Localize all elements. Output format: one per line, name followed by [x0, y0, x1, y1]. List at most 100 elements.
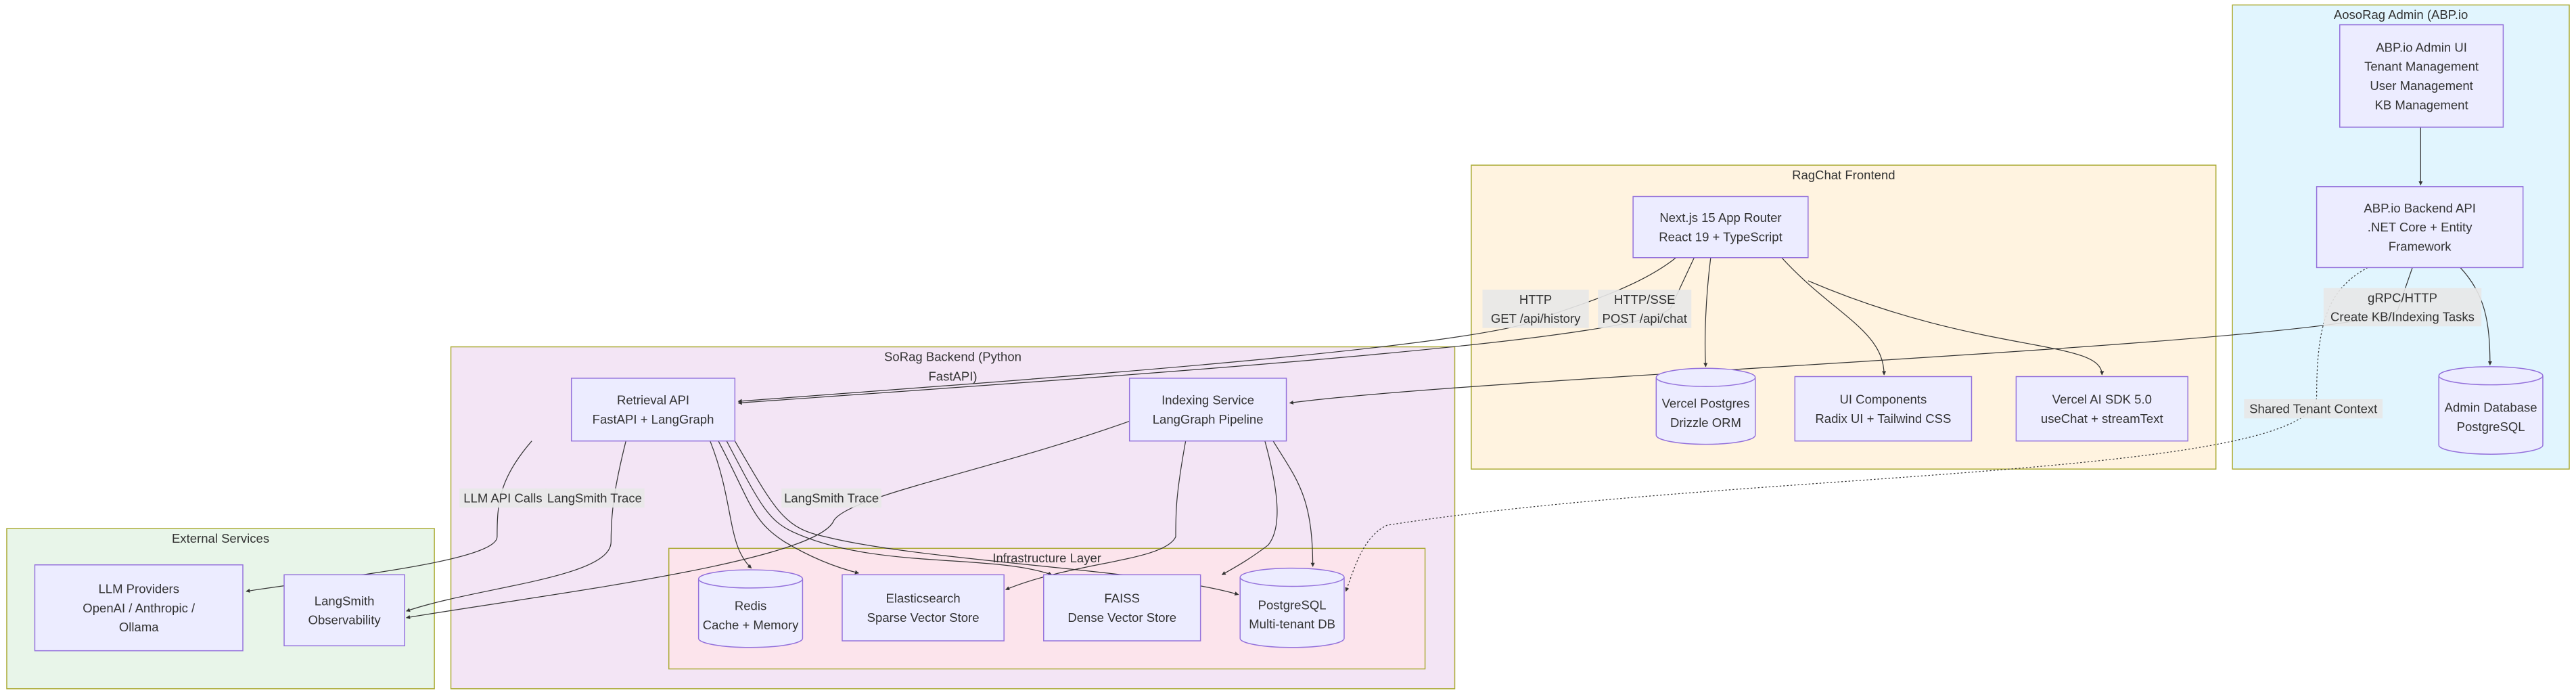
node-label: Sparse Vector Store — [867, 610, 980, 625]
node-label: FastAPI + LangGraph — [593, 412, 714, 426]
node-label: UI Components — [1840, 392, 1927, 407]
edge-admin-api-to-admin-db — [2460, 267, 2492, 366]
cluster-title: SoRag Backend (Python — [884, 349, 1021, 363]
cluster-title: External Services — [172, 531, 269, 545]
node-box — [1794, 376, 1973, 442]
node-box — [2015, 376, 2188, 442]
edge-label: Shared Tenant Context — [2244, 399, 2383, 419]
edge-admin-api-to-postgresql — [1345, 267, 2368, 592]
node-label: LangGraph Pipeline — [1153, 412, 1264, 426]
edge-nextjs-to-ai-sdk — [1808, 280, 2104, 376]
cluster-title: RagChat Frontend — [1792, 168, 1895, 182]
edge-label-text: HTTP/SSE — [1614, 292, 1676, 307]
edge-label-bg — [2323, 288, 2482, 327]
edge-label-text: LangSmith Trace — [547, 491, 642, 505]
edge-label-text: LangSmith Trace — [784, 491, 879, 505]
node-label: Indexing Service — [1162, 393, 1254, 407]
node-box — [1632, 196, 1809, 258]
node-label: FAISS — [1104, 591, 1140, 606]
cluster-title: AosoRag Admin (ABP.io — [2334, 7, 2468, 22]
edge-label-bg — [459, 488, 547, 508]
node-label: LangSmith — [315, 593, 375, 608]
edge-retrieval-to-faiss — [726, 441, 1053, 576]
edge-label-bg — [545, 488, 645, 508]
node-label: Radix UI + Tailwind CSS — [1815, 411, 1951, 426]
edge-indexing-to-langsmith — [406, 420, 1130, 619]
node-label: Framework — [2389, 240, 2452, 254]
edge-label-text: GET /api/history — [1491, 311, 1581, 325]
edge-label-text: Create KB/Indexing Tasks — [2330, 310, 2475, 324]
node-label: OpenAI / Anthropic / — [83, 601, 196, 615]
node-label: Tenant Management — [2364, 60, 2479, 74]
node-label: Vercel Postgres — [1662, 397, 1750, 411]
edge-label: HTTP GET /api/history — [1482, 290, 1589, 328]
node-label: Dense Vector Store — [1067, 610, 1176, 625]
edge-label-bg — [1598, 290, 1692, 328]
node-admin-api[interactable]: ABP.io Backend API .NET Core + EntityFram… — [2316, 186, 2524, 269]
node-label: Vercel AI SDK 5.0 — [2052, 392, 2152, 407]
node-label: KB Management — [2375, 97, 2469, 112]
database-cylinder-shape — [1239, 567, 1345, 648]
edge-label: LangSmith Trace — [545, 488, 645, 508]
node-label: Admin Database — [2445, 401, 2537, 415]
database-cylinder-shape — [697, 569, 804, 648]
node-label: LLM Providers — [98, 581, 179, 595]
edge-label-text: LLM API Calls — [463, 491, 542, 505]
edge-label-bg — [1482, 290, 1589, 328]
node-box — [2316, 186, 2524, 269]
node-label: Observability — [308, 613, 382, 627]
edge-label-bg — [2244, 399, 2383, 419]
edge-retrieval-to-redis — [710, 441, 752, 569]
node-label: ABP.io Backend API — [2364, 201, 2476, 215]
node-label: PostgreSQL — [2457, 420, 2525, 434]
node-retrieval[interactable]: Retrieval API FastAPI + LangGraph — [570, 378, 736, 442]
node-ai-sdk[interactable]: Vercel AI SDK 5.0 useChat + streamText — [2015, 376, 2188, 442]
database-cylinder-shape — [2438, 366, 2544, 455]
node-box — [34, 564, 244, 652]
edge-label-bg — [781, 488, 881, 508]
node-label: Elasticsearch — [886, 591, 960, 606]
edge-label-text: Shared Tenant Context — [2249, 402, 2378, 416]
node-label: Cache + Memory — [703, 618, 799, 632]
edge-nextjs-to-vercel-postgres — [1703, 257, 1711, 367]
node-label: User Management — [2370, 78, 2473, 93]
node-label: React 19 + TypeScript — [1659, 229, 1782, 244]
node-label: Drizzle ORM — [1670, 415, 1741, 430]
node-box — [1043, 574, 1201, 642]
node-label: ABP.io Admin UI — [2376, 40, 2467, 54]
node-faiss[interactable]: FAISS Dense Vector Store — [1043, 574, 1201, 642]
edge-label-text: HTTP — [1519, 292, 1552, 307]
node-box — [1128, 378, 1287, 442]
edge-label: LLM API Calls — [459, 488, 547, 508]
node-label: useChat + streamText — [2041, 411, 2164, 426]
node-label: .NET Core + Entity — [2368, 220, 2472, 234]
node-box — [842, 574, 1005, 642]
cluster-title: FastAPI) — [928, 369, 977, 384]
node-box — [570, 378, 736, 442]
node-label: Multi-tenant DB — [1249, 617, 1335, 631]
edge-retrieval-to-langsmith — [406, 441, 626, 612]
cluster-title: Infrastructure Layer — [992, 551, 1101, 565]
node-box — [283, 574, 405, 647]
node-label: Redis — [735, 599, 766, 613]
edge-retrieval-to-elasticsearch — [718, 441, 859, 575]
edge-indexing-to-elasticsearch — [1005, 441, 1187, 591]
node-label: Retrieval API — [617, 393, 689, 407]
edge-indexing-to-postgresql — [1272, 441, 1315, 567]
